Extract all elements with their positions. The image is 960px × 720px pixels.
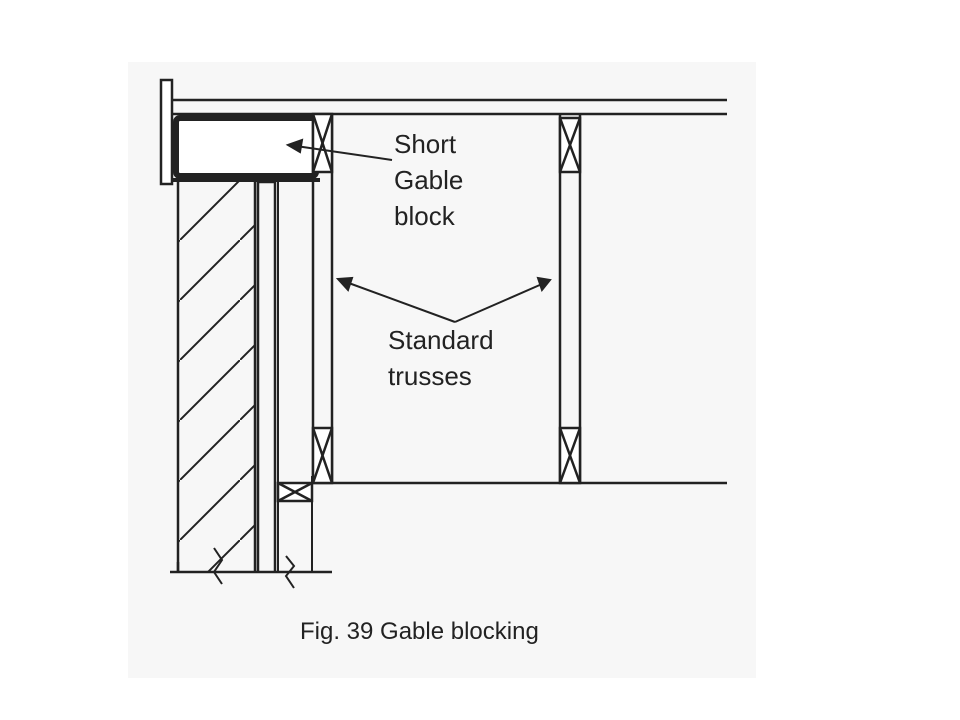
short-gable-block-label: Short Gable block [394, 126, 463, 234]
figure-caption: Fig. 39 Gable blocking [300, 618, 539, 645]
arrow-gable-block-head [285, 138, 304, 154]
truss-right [558, 114, 582, 485]
label-line: block [394, 201, 455, 231]
truss-left-top-x2 [311, 113, 334, 173]
noggin-cross-b [277, 481, 313, 503]
label-line: Short [394, 129, 457, 159]
label-line: trusses [388, 361, 472, 391]
fascia-board [159, 78, 174, 186]
masonry-wall [176, 182, 257, 572]
arrow-truss-left-shaft [345, 281, 456, 323]
break-mark-left [212, 547, 224, 585]
break-mark-right [284, 555, 296, 589]
standard-trusses-label: Standard trusses [388, 322, 494, 394]
arrow-truss-right-head [536, 276, 552, 293]
arrow-gable-block-shaft [295, 145, 393, 161]
truss-right-top-x2 [558, 117, 582, 173]
masonry-hatch [178, 182, 255, 572]
arrow-truss-left-head [335, 276, 354, 292]
label-line: Standard [388, 325, 494, 355]
truss-right-bottom-x2 [558, 427, 582, 484]
arrow-truss-right-shaft [454, 283, 543, 323]
truss-left-bottom-x2 [311, 427, 334, 484]
label-line: Gable [394, 165, 464, 195]
truss-left [311, 112, 334, 485]
